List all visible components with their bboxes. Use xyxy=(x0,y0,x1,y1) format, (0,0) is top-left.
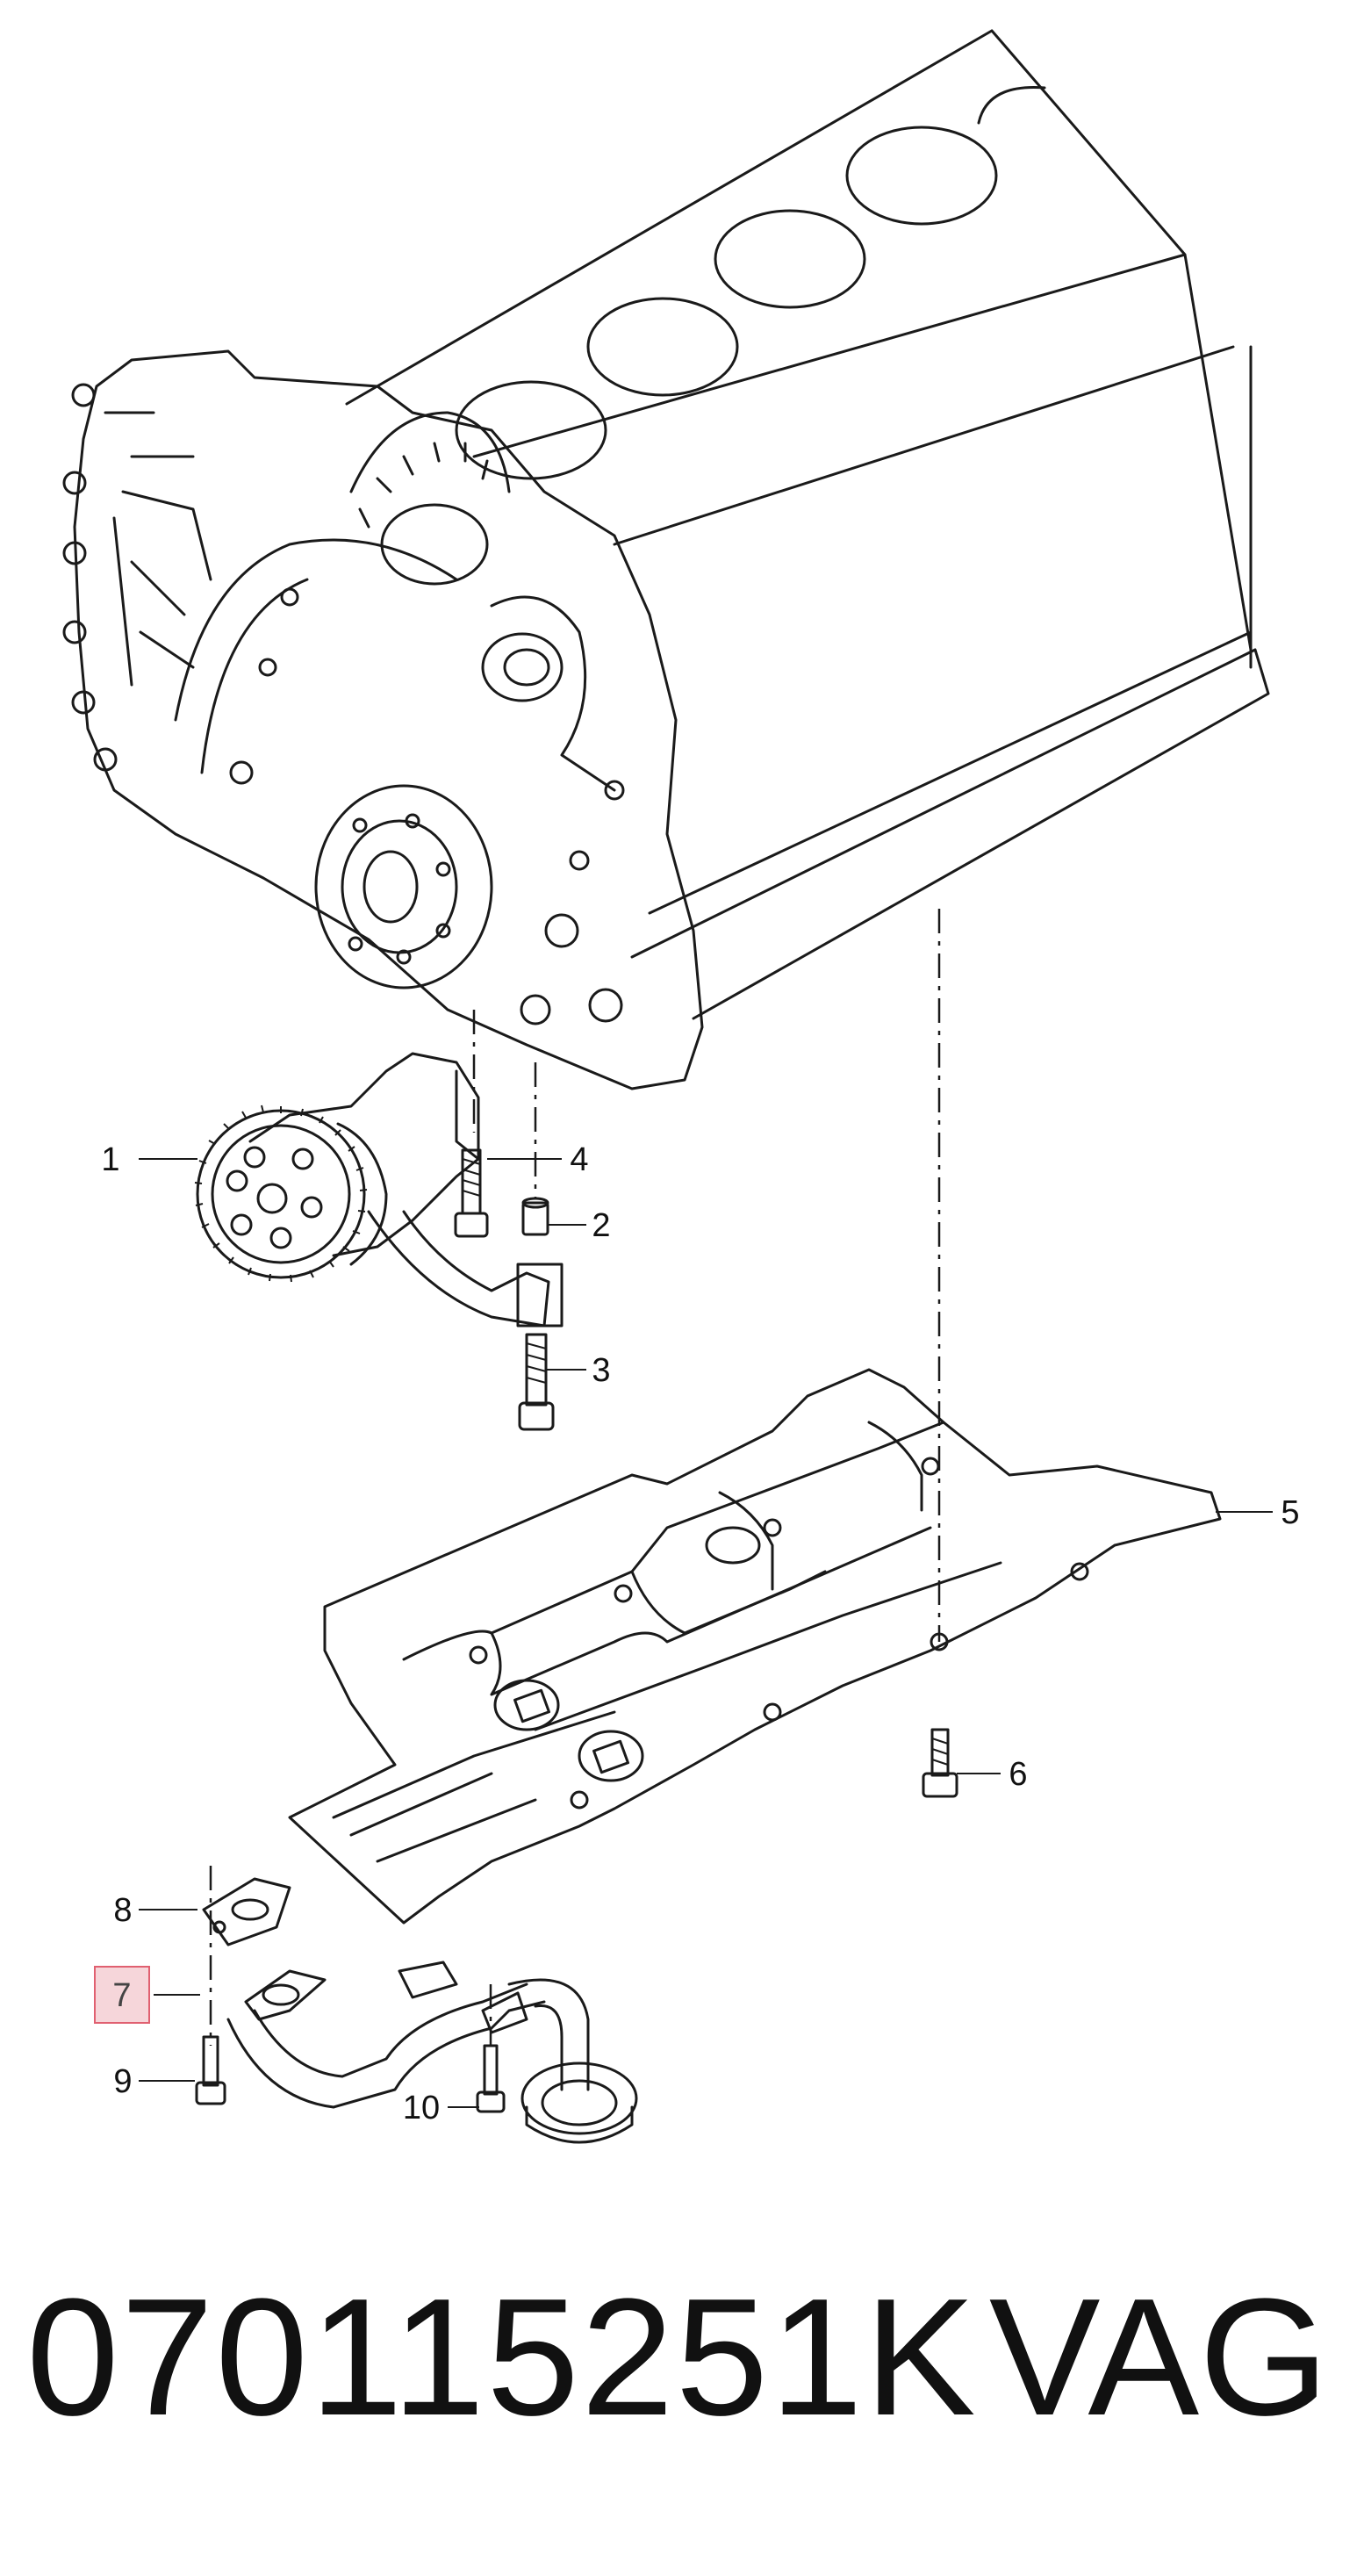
callout-4[interactable]: 4 xyxy=(570,1141,588,1178)
intake-pipe xyxy=(226,1961,638,2144)
bolt-9 xyxy=(195,2035,226,2105)
callout-7[interactable]: 7 xyxy=(112,1977,131,2014)
engine-block xyxy=(62,29,1270,1090)
oil-pump xyxy=(194,1052,564,1328)
leader-lines xyxy=(139,1158,1273,2108)
callout-2[interactable]: 2 xyxy=(592,1207,610,1244)
callout-labels: 1 2 3 4 5 6 7 8 9 10 xyxy=(101,1141,1299,2126)
callout-9[interactable]: 9 xyxy=(113,2063,132,2100)
callout-10[interactable]: 10 xyxy=(403,2090,440,2126)
bolt-4 xyxy=(454,1148,489,1238)
part-number: 070115251K xyxy=(26,2264,978,2450)
dowel-sleeve-2 xyxy=(521,1197,549,1236)
oil-pump-gear xyxy=(194,1105,368,1283)
callout-7-highlight xyxy=(94,1966,150,2024)
bolt-3 xyxy=(518,1333,555,1431)
callout-8[interactable]: 8 xyxy=(113,1892,132,1929)
callout-5[interactable]: 5 xyxy=(1281,1494,1299,1531)
brand-label: VAG xyxy=(988,2264,1329,2450)
baffle-plate xyxy=(288,1368,1222,1925)
callout-1[interactable]: 1 xyxy=(101,1141,119,1178)
callout-3[interactable]: 3 xyxy=(592,1352,610,1389)
callout-6[interactable]: 6 xyxy=(1009,1756,1027,1793)
bolt-6 xyxy=(922,1728,958,1798)
bolt-10 xyxy=(476,1984,506,2113)
gasket-8 xyxy=(202,1877,291,1946)
